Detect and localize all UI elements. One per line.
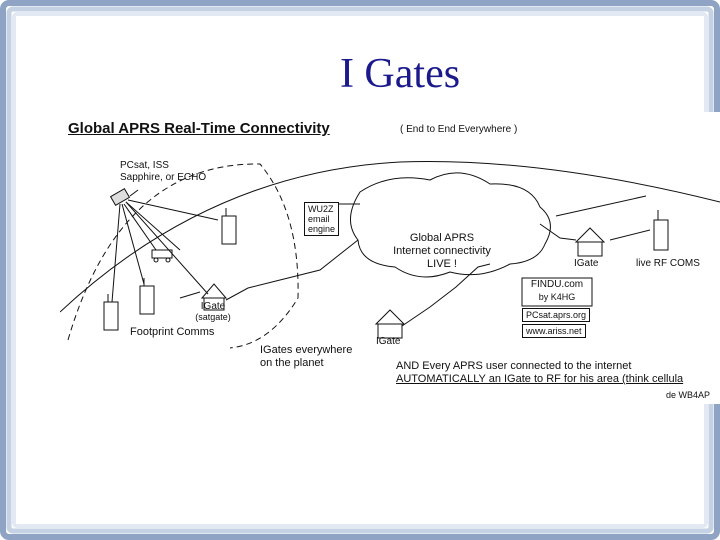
igate-right-label: IGate: [574, 258, 599, 269]
findu-box: [521, 277, 593, 307]
igate-satgate-line-2: (satgate): [195, 312, 231, 322]
aprs-connectivity-diagram: Global APRS Real-Time Connectivity ( End…: [60, 112, 720, 404]
internet-cloud: [350, 172, 551, 278]
findu-line-2: by K4HG: [538, 292, 576, 302]
internet-line-2: Internet connectivity: [393, 245, 491, 257]
diagram-subheading: ( End to End Everywhere ): [400, 124, 518, 135]
globe-arc: [60, 161, 720, 313]
internet-line-1: Global APRS: [409, 232, 475, 244]
note-line-1: AND Every APRS user connected to the int…: [396, 360, 632, 372]
igates-everywhere-line-1: IGates everywhere: [260, 344, 353, 356]
igate-center-label: IGate: [376, 336, 401, 347]
findu-line-1: FINDU.com: [530, 279, 584, 290]
live-rf-coms-label: live RF COMS: [636, 258, 700, 269]
diagram-heading: Global APRS Real-Time Connectivity: [68, 120, 330, 137]
handheld-radio-icon: [103, 208, 669, 331]
diagram-lines: [60, 161, 720, 349]
footprint-comms-label: Footprint Comms: [130, 326, 215, 338]
satellite-icon: [109, 187, 139, 207]
slide-title: I Gates: [339, 51, 461, 97]
internet-label: Global APRS Internet connectivity LIVE !: [372, 232, 512, 271]
satellite-label: PCsat, ISS: [120, 160, 169, 171]
email-engine-line-2: email: [308, 214, 330, 224]
satellite-label-2: Sapphire, or ECHO: [120, 172, 207, 183]
pcsat-url-box: PCsat.aprs.org: [522, 308, 591, 322]
internet-user-note: AND Every APRS user connected to the int…: [396, 360, 683, 386]
credit-label: de WB4AP: [666, 390, 711, 400]
igates-everywhere-label: IGates everywhere on the planet: [260, 344, 352, 370]
house-icon: [200, 227, 606, 339]
car-icon: [151, 249, 173, 263]
footprint-arc: [67, 163, 299, 349]
igate-satgate-line-1: IGate: [200, 301, 226, 312]
email-engine-box: WU2Z email engine: [304, 202, 340, 236]
note-line-2: AUTOMATICALLY an IGate to RF for his are…: [396, 373, 684, 385]
ariss-url-box: www.ariss.net: [522, 324, 586, 338]
igate-satgate-label: IGate (satgate): [188, 301, 238, 323]
internet-line-3: LIVE !: [427, 258, 457, 270]
igates-everywhere-line-2: on the planet: [260, 357, 324, 369]
findu-label: FINDU.com by K4HG: [523, 279, 591, 303]
email-engine-line-1: WU2Z: [308, 204, 334, 214]
email-engine-line-3: engine: [308, 224, 336, 234]
